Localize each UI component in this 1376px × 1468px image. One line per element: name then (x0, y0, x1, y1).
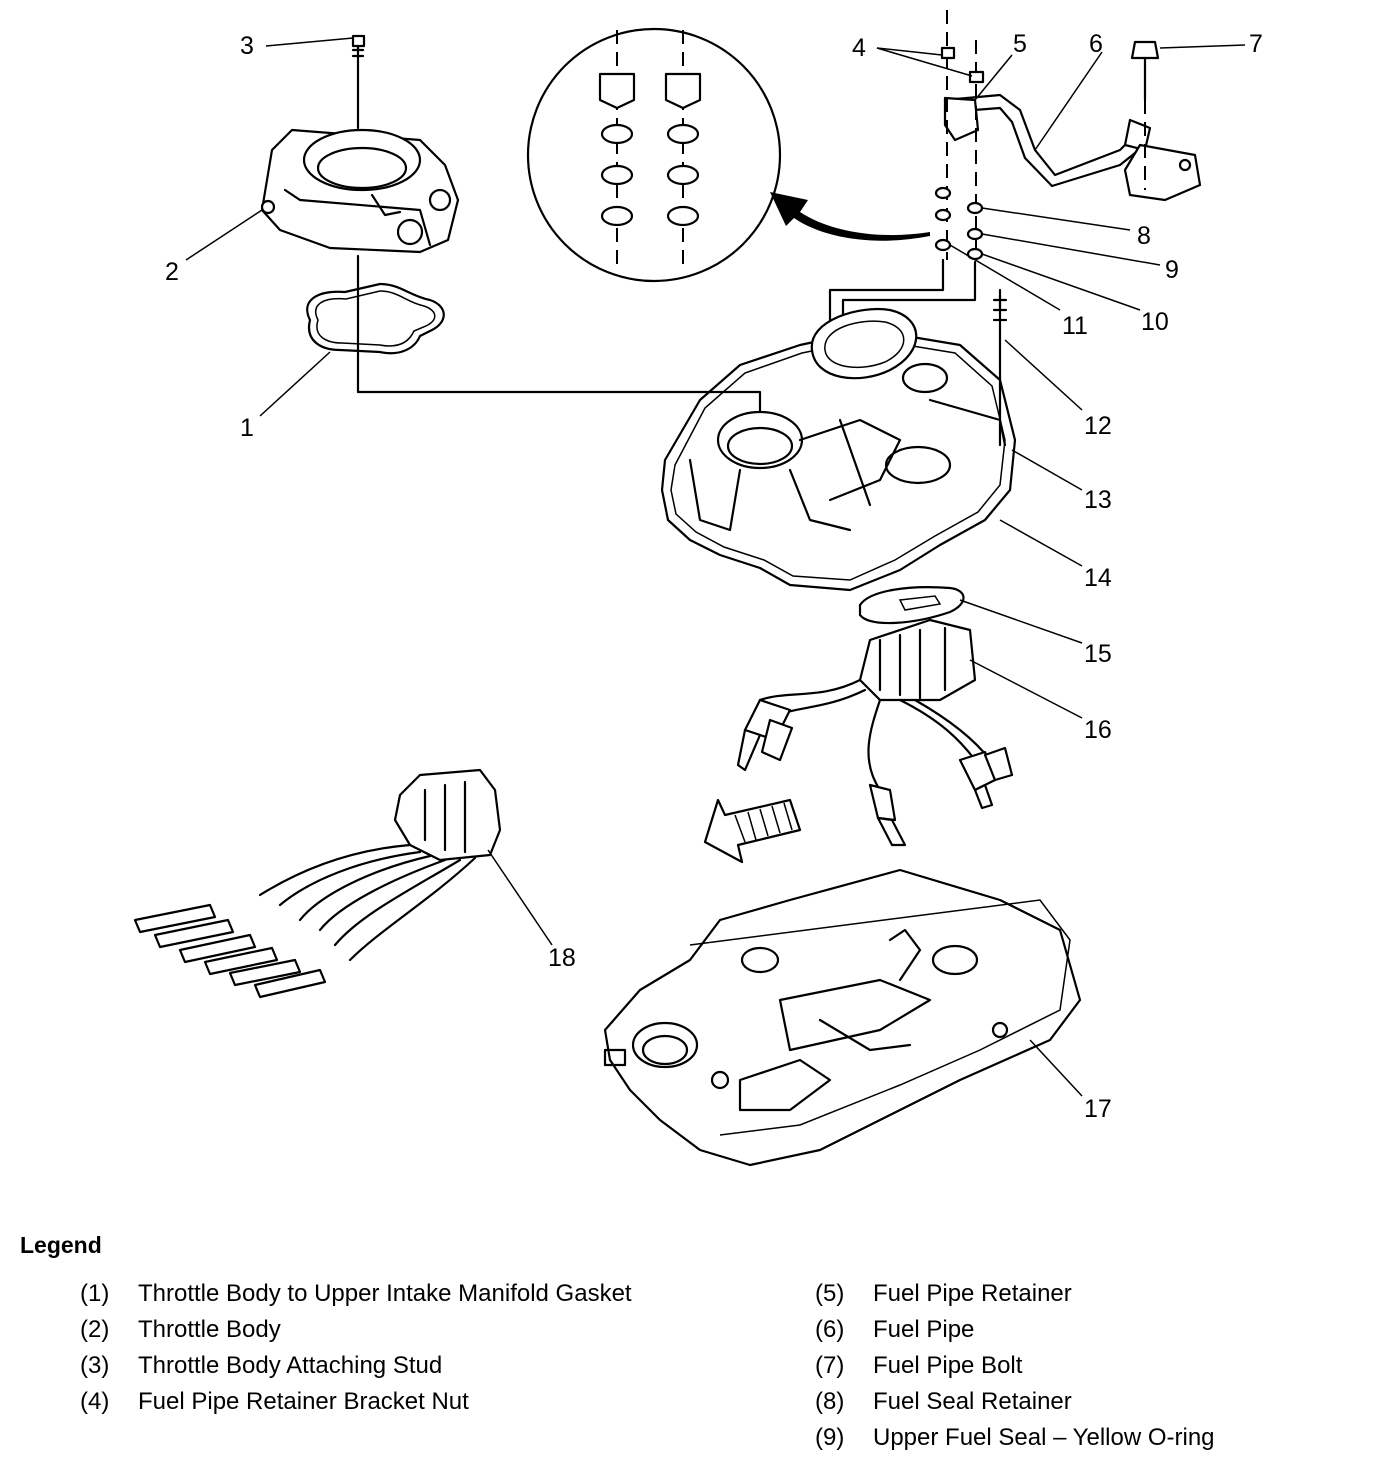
seal-detail-inset (526, 27, 782, 283)
legend-item: (3) Throttle Body Attaching Stud (80, 1350, 720, 1382)
legend-item: (2) Throttle Body (80, 1314, 720, 1346)
callout-6: 6 (1089, 30, 1103, 58)
legend-column-left: (1) Throttle Body to Upper Intake Manifo… (80, 1278, 720, 1422)
legend-title: Legend (20, 1232, 102, 1258)
legend-item-number: (1) (80, 1280, 110, 1307)
legend-item-number: (6) (815, 1316, 845, 1343)
exploded-view-diagram: 3 2 1 4 5 6 7 8 9 10 11 12 13 14 15 16 1… (133, 10, 1263, 1167)
throttle-body (260, 128, 460, 254)
callout-15: 15 (1084, 640, 1112, 668)
legend-item-number: (4) (80, 1388, 110, 1415)
callout-13: 13 (1084, 486, 1112, 514)
legend-item: (8) Fuel Seal Retainer (815, 1386, 1355, 1418)
legend-item-number: (8) (815, 1388, 845, 1415)
callout-3: 3 (240, 32, 254, 60)
legend-item-text: Fuel Seal Retainer (873, 1388, 1072, 1415)
fuel-pipe-assembly (940, 10, 1202, 260)
legend-item-text: Throttle Body Attaching Stud (138, 1352, 443, 1379)
callout-16: 16 (1084, 716, 1112, 744)
throttle-body-stud (351, 34, 366, 130)
callout-8: 8 (1137, 222, 1151, 250)
throttle-body-gasket (306, 282, 445, 355)
legend-item-text: Throttle Body to Upper Intake Manifold G… (138, 1280, 632, 1307)
callout-2: 2 (165, 258, 179, 286)
fuel-injector-assembly-left (133, 768, 502, 999)
callout-17: 17 (1084, 1095, 1112, 1123)
injector-gasket (858, 586, 965, 625)
direction-arrow-icon (703, 798, 802, 864)
callout-10: 10 (1141, 308, 1169, 336)
legend-item-number: (9) (815, 1424, 845, 1451)
legend-item: (6) Fuel Pipe (815, 1314, 1355, 1346)
legend-item-number: (3) (80, 1352, 110, 1379)
legend-item-text: Throttle Body (138, 1316, 281, 1343)
curved-arrow-icon (770, 192, 930, 241)
callout-1: 1 (240, 414, 254, 442)
callout-12: 12 (1084, 412, 1112, 440)
callout-18: 18 (548, 944, 576, 972)
legend-item: (4) Fuel Pipe Retainer Bracket Nut (80, 1386, 720, 1418)
callout-4: 4 (852, 34, 866, 62)
callout-numbers: 3 2 1 4 5 6 7 8 9 10 11 12 13 14 15 16 1… (165, 30, 1263, 1123)
legend-item-text: Fuel Pipe Retainer (873, 1280, 1072, 1307)
callout-9: 9 (1165, 256, 1179, 284)
legend-item-text: Upper Fuel Seal – Yellow O-ring (873, 1424, 1215, 1451)
legend-item: (5) Fuel Pipe Retainer (815, 1278, 1355, 1310)
callout-14: 14 (1084, 564, 1112, 592)
legend-item: (9) Upper Fuel Seal – Yellow O-ring (815, 1422, 1355, 1454)
legend-item-number: (5) (815, 1280, 845, 1307)
callout-leaders (185, 37, 1246, 1097)
legend-item-text: Fuel Pipe Retainer Bracket Nut (138, 1388, 469, 1415)
legend-item-number: (7) (815, 1352, 845, 1379)
lower-intake-manifold (603, 868, 1082, 1167)
callout-11: 11 (1062, 312, 1088, 340)
legend-item: (1) Throttle Body to Upper Intake Manifo… (80, 1278, 720, 1310)
legend-item-text: Fuel Pipe Bolt (873, 1352, 1023, 1379)
upper-intake-manifold (660, 308, 1017, 592)
callout-5: 5 (1013, 30, 1027, 58)
legend-item-number: (2) (80, 1316, 110, 1343)
legend-item-text: Fuel Pipe (873, 1316, 975, 1343)
callout-7: 7 (1249, 30, 1263, 58)
legend-item: (7) Fuel Pipe Bolt (815, 1350, 1355, 1382)
fuel-injector-assembly-right (736, 618, 1014, 847)
alignment-line-throttle (356, 254, 762, 442)
legend-column-right: (5) Fuel Pipe Retainer (6) Fuel Pipe (7)… (815, 1278, 1355, 1458)
